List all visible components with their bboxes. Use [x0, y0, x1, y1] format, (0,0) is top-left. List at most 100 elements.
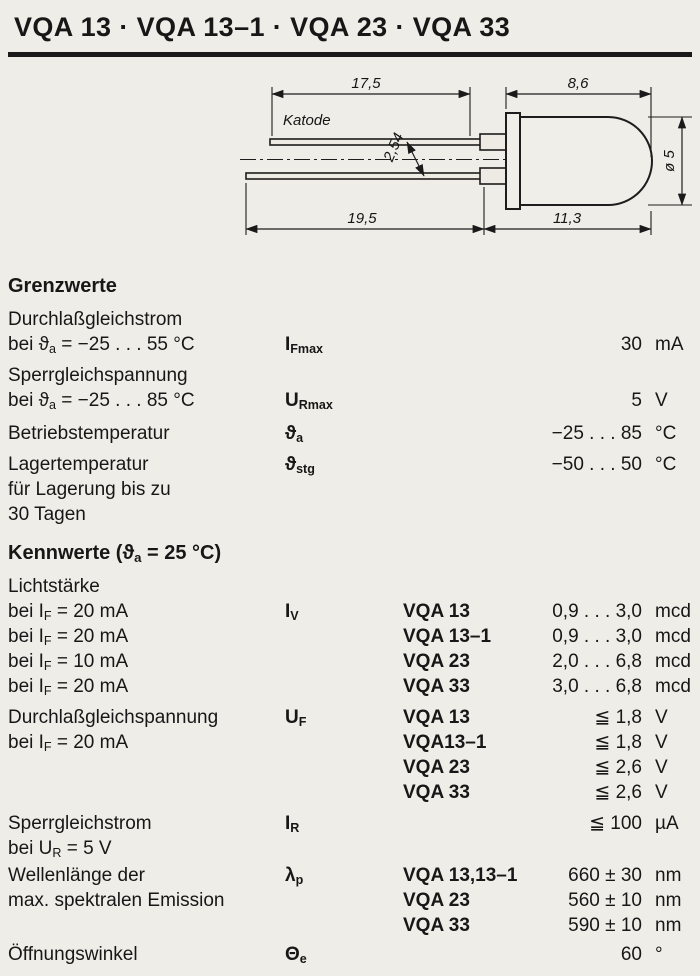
type-label: VQA 23 — [403, 651, 470, 672]
value: 2,0 . . . 6,8 — [552, 651, 642, 672]
row-sperrgleichstrom-2: bei UR = 5 V — [8, 836, 692, 861]
grenzwerte-heading: Grenzwerte — [8, 275, 117, 297]
unit: nm — [655, 865, 682, 886]
symbol-sub: R — [290, 820, 300, 835]
condition-label: bei IF = 10 mA — [8, 649, 285, 674]
kennwerte-heading-post: = 25 °C) — [141, 542, 222, 564]
row-sperrgleichspannung-cond: bei ϑa = −25 . . . 85 °C URmax 5 V — [8, 388, 692, 413]
condition-sub: F — [43, 739, 52, 754]
symbol-base: I — [285, 813, 291, 834]
row-lichtstaerke-4: bei IF = 20 mA VQA 33 3,0 . . . 6,8 mcd — [8, 674, 692, 699]
unit: °C — [655, 454, 677, 475]
param-label: Durchlaßgleichstrom — [8, 309, 183, 330]
value: 0,9 . . . 3,0 — [552, 626, 642, 647]
value: 60 — [620, 944, 642, 965]
value: −25 . . . 85 — [551, 423, 642, 444]
symbol: UF — [285, 705, 403, 730]
row-lichtstaerke-label: Lichtstärke — [8, 574, 692, 599]
condition-post: = 20 mA — [51, 732, 129, 753]
row-lichtstaerke-3: bei IF = 10 mA VQA 23 2,0 . . . 6,8 mcd — [8, 649, 692, 674]
led-flange — [505, 112, 521, 210]
title-rule — [8, 52, 692, 57]
katode-label: Katode — [283, 112, 331, 129]
param-label: Lagertemperatur — [8, 454, 149, 475]
unit: V — [655, 732, 668, 753]
row-betriebstemperatur: Betriebstemperatur ϑa −25 . . . 85 °C — [8, 421, 692, 446]
symbol: IFmax — [285, 332, 403, 357]
condition-sub: a — [49, 341, 57, 356]
condition-sub: F — [43, 608, 52, 623]
symbol-base: I — [285, 334, 291, 355]
cathode-lead-base — [479, 133, 507, 151]
symbol-sub: Fmax — [290, 341, 324, 356]
row-wellenlaenge-3: VQA 33 590 ± 10 nm — [8, 913, 692, 938]
row-durchlassgleichspannung-4: VQA 33 ≦ 2,6 V — [8, 780, 692, 805]
unit: µA — [655, 813, 679, 834]
unit: nm — [655, 915, 682, 936]
condition-post: = 20 mA — [51, 626, 129, 647]
value: ≦ 1,8 — [594, 707, 642, 728]
condition-pre: bei U — [8, 838, 53, 859]
value: 660 ± 30 — [568, 865, 642, 886]
param-label: max. spektralen Emission — [8, 890, 225, 911]
unit: °C — [655, 423, 677, 444]
symbol-sub: e — [299, 951, 307, 966]
symbol-sub: Rmax — [298, 397, 333, 412]
row-durchlassgleichstrom-label: Durchlaßgleichstrom — [8, 307, 692, 332]
cathode-lead — [269, 138, 483, 146]
condition-post: = 5 V — [61, 838, 112, 859]
row-sperrgleichspannung-label: Sperrgleichspannung — [8, 363, 692, 388]
row-lagertemperatur-note1: für Lagerung bis zu — [8, 477, 692, 502]
value: 3,0 . . . 6,8 — [552, 676, 642, 697]
symbol-base: Θ — [285, 944, 300, 965]
unit: ° — [655, 944, 663, 965]
param-note: für Lagerung bis zu — [8, 479, 171, 500]
unit: V — [655, 390, 668, 411]
condition-label: bei UR = 5 V — [8, 836, 285, 861]
dim-label-dia-5: ø 5 — [661, 150, 678, 172]
symbol-base: ϑ — [285, 423, 297, 444]
dim-label-19-5: 19,5 — [347, 210, 377, 227]
param-note: 30 Tagen — [8, 504, 86, 525]
condition-post: = −25 . . . 55 °C — [56, 334, 195, 355]
param-label: Wellenlänge der — [8, 865, 145, 886]
kennwerte-heading: Kennwerte (ϑa = 25 °C) — [8, 541, 692, 566]
param-label: Sperrgleichstrom — [8, 813, 152, 834]
param-label: Lichtstärke — [8, 576, 100, 597]
row-lagertemperatur: Lagertemperatur ϑstg −50 . . . 50 °C — [8, 452, 692, 477]
led-body-dome — [519, 116, 653, 206]
symbol-sub: stg — [296, 461, 315, 476]
type-label: VQA 13 — [403, 601, 470, 622]
value: ≦ 100 — [589, 813, 642, 834]
type-label: VQA 23 — [403, 890, 470, 911]
type-label: VQA 33 — [403, 915, 470, 936]
unit: mcd — [655, 626, 691, 647]
row-durchlassgleichspannung-2: bei IF = 20 mA VQA13–1 ≦ 1,8 V — [8, 730, 692, 755]
condition-pre: bei I — [8, 601, 44, 622]
condition-label: bei IF = 20 mA — [8, 674, 285, 699]
condition-pre: bei I — [8, 626, 44, 647]
condition-label: bei ϑa = −25 . . . 85 °C — [8, 388, 285, 413]
value: −50 . . . 50 — [551, 454, 642, 475]
symbol: IV — [285, 599, 403, 624]
value: 590 ± 10 — [568, 915, 642, 936]
symbol-base: λ — [285, 865, 296, 886]
condition-pre: bei ϑ — [8, 390, 50, 411]
condition-post: = −25 . . . 85 °C — [56, 390, 195, 411]
led-dimension-drawing: 17,5 8,6 Katode 2,54 ø 5 19,5 11,3 — [0, 63, 700, 258]
unit: mcd — [655, 601, 691, 622]
condition-post: = 10 mA — [51, 651, 129, 672]
row-wellenlaenge-1: Wellenlänge der λp VQA 13,13–1 660 ± 30 … — [8, 863, 692, 888]
type-label: VQA 13,13–1 — [403, 865, 518, 886]
row-lagertemperatur-note2: 30 Tagen — [8, 502, 692, 527]
value: 560 ± 10 — [568, 890, 642, 911]
type-label: VQA 33 — [403, 782, 470, 803]
unit: mcd — [655, 651, 691, 672]
symbol: Θe — [285, 942, 403, 967]
grenzwerte-section: Grenzwerte Durchlaßgleichstrom bei ϑa = … — [8, 274, 692, 527]
symbol: ϑstg — [285, 452, 403, 477]
row-oeffnungswinkel: Öffnungswinkel Θe 60 ° — [8, 942, 692, 967]
type-label: VQA 23 — [403, 757, 470, 778]
unit: V — [655, 757, 668, 778]
